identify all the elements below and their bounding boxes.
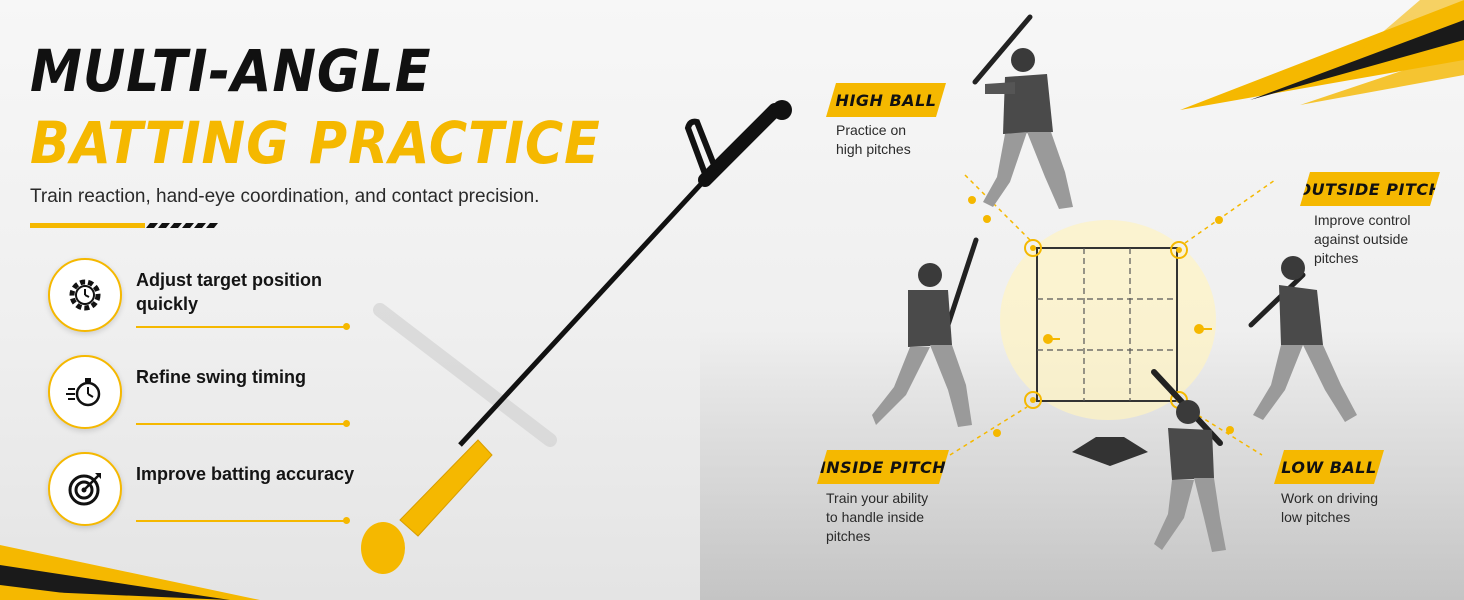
- feature-label: Adjust target position quickly: [136, 270, 322, 314]
- subtitle-underline: [30, 223, 218, 228]
- callout-text-line: Work on driving: [1281, 490, 1379, 506]
- feature-rule: [136, 423, 346, 425]
- batter-figure-outside: [1248, 256, 1357, 422]
- feature-icon-circle: [48, 258, 122, 332]
- feature-rule-dot: [343, 420, 350, 427]
- feature-rule: [136, 326, 346, 328]
- callout-text-line: Train your ability: [826, 490, 929, 506]
- target-icon: [68, 473, 101, 506]
- feature-batting-accuracy: Improve batting accuracy: [48, 452, 358, 532]
- callout-outside-pitch-text: Improve control against outside pitches: [1314, 211, 1410, 268]
- callout-text-line: Improve control: [1314, 212, 1411, 228]
- tag-high-ball: HIGH BALL: [826, 83, 946, 117]
- callout-text-line: pitches: [826, 528, 871, 544]
- headline-line2: BATTING PRACTICE: [30, 109, 601, 177]
- batter-figure-inside: [872, 237, 979, 427]
- feature-label: Refine swing timing: [136, 367, 307, 387]
- callout-inside-pitch-text: Train your ability to handle inside pitc…: [826, 489, 928, 546]
- callout-text-line: to handle inside: [826, 509, 925, 525]
- callout-text-line: against outside: [1314, 231, 1409, 247]
- tag-inside-pitch-label: INSIDE PITCH: [819, 457, 947, 477]
- feature-label: Improve batting accuracy: [136, 464, 355, 484]
- feature-rule-dot: [343, 323, 350, 330]
- callout-text-line: high pitches: [836, 141, 911, 157]
- feature-swing-timing: Refine swing timing: [48, 355, 358, 435]
- tag-high-ball-label: HIGH BALL: [835, 90, 937, 110]
- tag-inside-pitch: INSIDE PITCH: [817, 450, 949, 484]
- tag-low-ball: LOW BALL: [1274, 450, 1384, 484]
- subtitle: Train reaction, hand-eye coordination, a…: [30, 186, 540, 207]
- tag-outside-pitch: OUTSIDE PITCH: [1300, 172, 1440, 206]
- headline-line1: MULTI-ANGLE: [30, 37, 432, 105]
- batter-figure-low: [1151, 369, 1226, 552]
- feature-adjust-target: Adjust target position quickly: [48, 258, 358, 338]
- stopwatch-icon: [66, 378, 101, 407]
- feature-icon-circle: [48, 355, 122, 429]
- tag-outside-pitch-label: OUTSIDE PITCH: [1297, 179, 1443, 199]
- batter-figure-high: [972, 14, 1073, 209]
- feature-rule-dot: [343, 517, 350, 524]
- feature-rule: [136, 520, 346, 522]
- callout-text-line: low pitches: [1281, 509, 1351, 525]
- gear-clock-icon: [69, 279, 101, 311]
- feature-icon-circle: [48, 452, 122, 526]
- callout-low-ball-text: Work on driving low pitches: [1281, 489, 1378, 527]
- callout-text-line: Practice on: [836, 122, 907, 138]
- callout-text-line: pitches: [1314, 250, 1359, 266]
- tag-low-ball-label: LOW BALL: [1281, 457, 1377, 477]
- callout-high-ball-text: Practice on high pitches: [836, 121, 911, 159]
